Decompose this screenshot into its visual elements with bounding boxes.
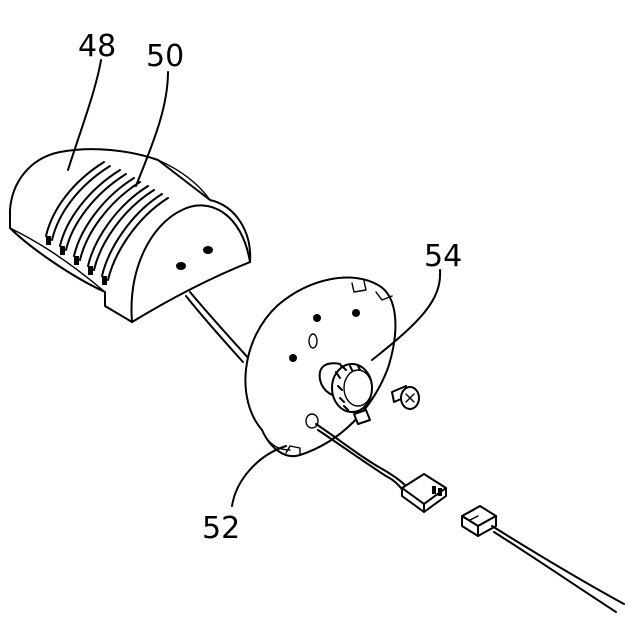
label-52: 52 (202, 511, 240, 546)
label-50: 50 (146, 39, 184, 74)
cable-out (492, 526, 624, 604)
female-connector (402, 474, 446, 512)
housing-wire (186, 296, 243, 362)
screw (392, 386, 419, 409)
leader-52 (232, 446, 286, 506)
male-connector (462, 506, 496, 536)
label-54: 54 (424, 239, 462, 274)
plate-wire (316, 424, 406, 486)
label-48: 48 (78, 29, 116, 64)
mounting-plate (245, 278, 395, 457)
